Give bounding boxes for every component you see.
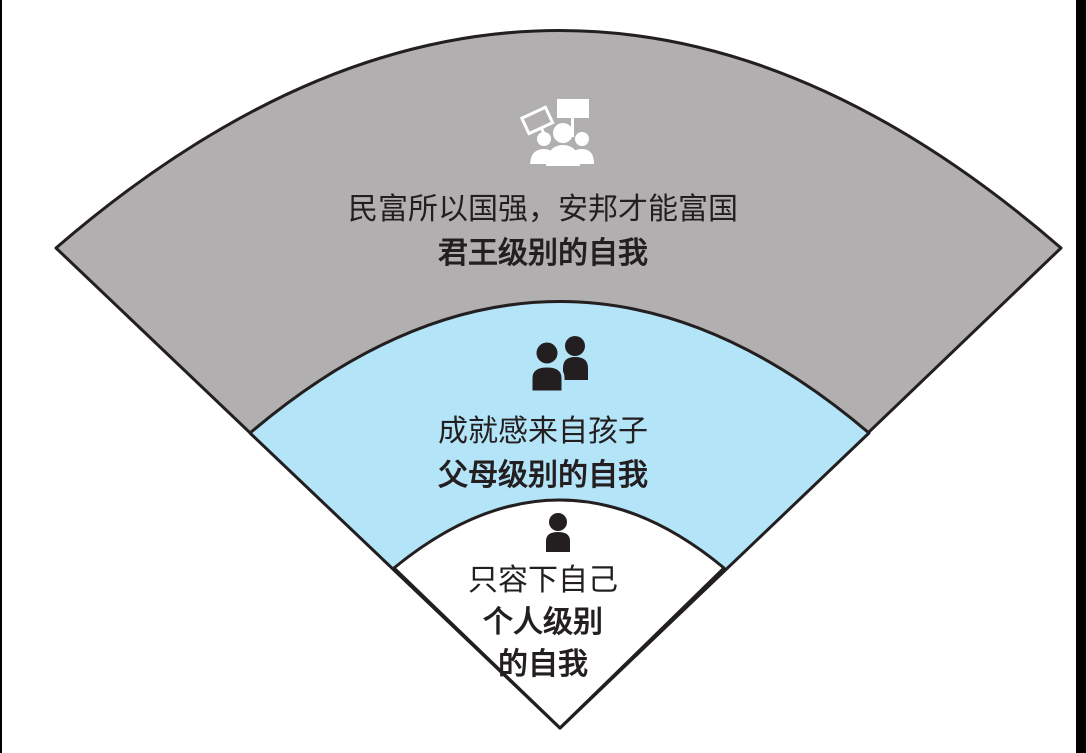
inner-ring-line1: 只容下自己	[468, 563, 618, 598]
outer-ring-label: 民富所以国强，安邦才能富国 君王级别的自我	[293, 188, 793, 276]
parent-child-icon	[529, 336, 588, 394]
outer-ring-line2: 君王级别的自我	[438, 236, 648, 271]
left-border	[0, 0, 2, 753]
middle-ring-label: 成就感来自孩子 父母级别的自我	[393, 410, 693, 498]
single-person-icon	[546, 513, 570, 552]
inner-ring	[392, 498, 726, 730]
inner-ring-label: 只容下自己 个人级别 的自我	[443, 560, 643, 686]
outer-ring-line1: 民富所以国强，安邦才能富国	[348, 192, 738, 227]
middle-ring-line2: 父母级别的自我	[438, 458, 648, 493]
middle-ring-line1: 成就感来自孩子	[438, 414, 648, 449]
inner-ring-line3: 的自我	[498, 647, 588, 682]
inner-ring-line2: 个人级别	[483, 605, 603, 640]
right-border	[1076, 0, 1086, 753]
protest-crowd-icon	[519, 99, 594, 166]
